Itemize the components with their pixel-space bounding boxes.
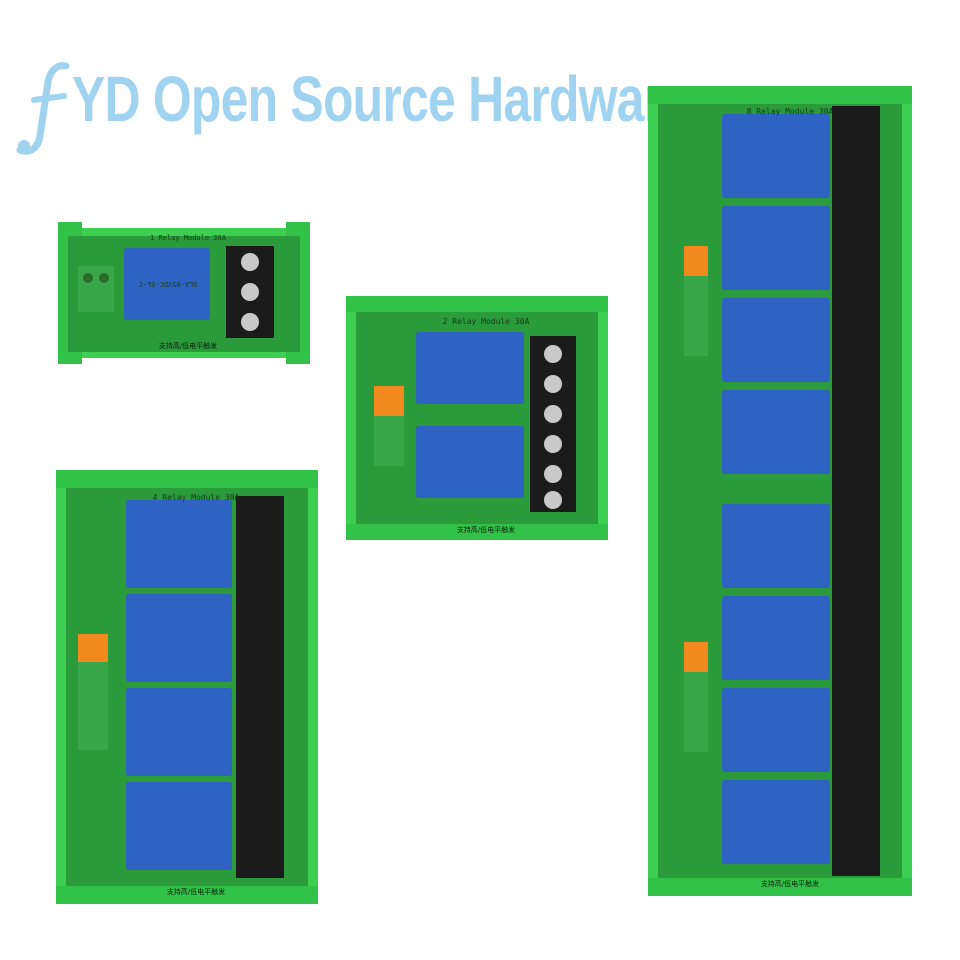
terminal-block [226, 246, 274, 338]
relay-board-4ch-image: 4 Relay Module 30A 支持高/低电平触发 [56, 470, 318, 904]
relay-board-4ch: 4 Relay Module 30A 支持高/低电平触发 [56, 470, 318, 904]
relay-board-1ch: SLA-05VDC-SL-C 1 Relay Module 30A 支持高/低电… [58, 222, 310, 364]
input-terminal [374, 386, 404, 466]
relay-board-8ch: 8 Relay Module 30A 支持高/低电平触发 [648, 86, 912, 896]
relay-1: SLA-05VDC-SL-C [124, 248, 210, 320]
relay-board-2ch-image: 2 Relay Module 30A 支持高/低电平触发 [346, 296, 608, 540]
svg-text:支持高/低电平触发: 支持高/低电平触发 [457, 525, 515, 534]
svg-text:支持高/低电平触发: 支持高/低电平触发 [167, 887, 225, 896]
svg-text:支持高/低电平触发: 支持高/低电平触发 [761, 879, 819, 888]
input-terminal [78, 634, 108, 750]
svg-text:1 Relay Module 30A: 1 Relay Module 30A [150, 234, 227, 242]
terminal-block [832, 106, 880, 876]
relay-1 [416, 332, 524, 404]
input-terminal [78, 266, 114, 312]
brand-title: YD Open Source Hardware [72, 63, 690, 135]
input-terminal-a [684, 246, 708, 356]
relay-board-8ch-image: 8 Relay Module 30A 支持高/低电平触发 [648, 86, 912, 896]
svg-text:2 Relay Module 30A: 2 Relay Module 30A [443, 317, 530, 326]
relay-2 [416, 426, 524, 498]
brand-header: YD Open Source Hardware [14, 40, 690, 155]
input-terminal-b [684, 642, 708, 752]
svg-text:SLA-05VDC-SL-C: SLA-05VDC-SL-C [138, 280, 197, 288]
terminal-block [530, 336, 576, 512]
relay-board-2ch: 2 Relay Module 30A 支持高/低电平触发 [346, 296, 608, 540]
brand-logo-icon [16, 62, 70, 155]
svg-text:4 Relay Module 30A: 4 Relay Module 30A [153, 493, 240, 502]
svg-text:8 Relay Module 30A: 8 Relay Module 30A [747, 107, 834, 116]
terminal-block [236, 496, 284, 878]
relay-board-1ch-image: SLA-05VDC-SL-C 1 Relay Module 30A 支持高/低电… [58, 222, 310, 364]
svg-text:支持高/低电平触发: 支持高/低电平触发 [159, 341, 217, 350]
